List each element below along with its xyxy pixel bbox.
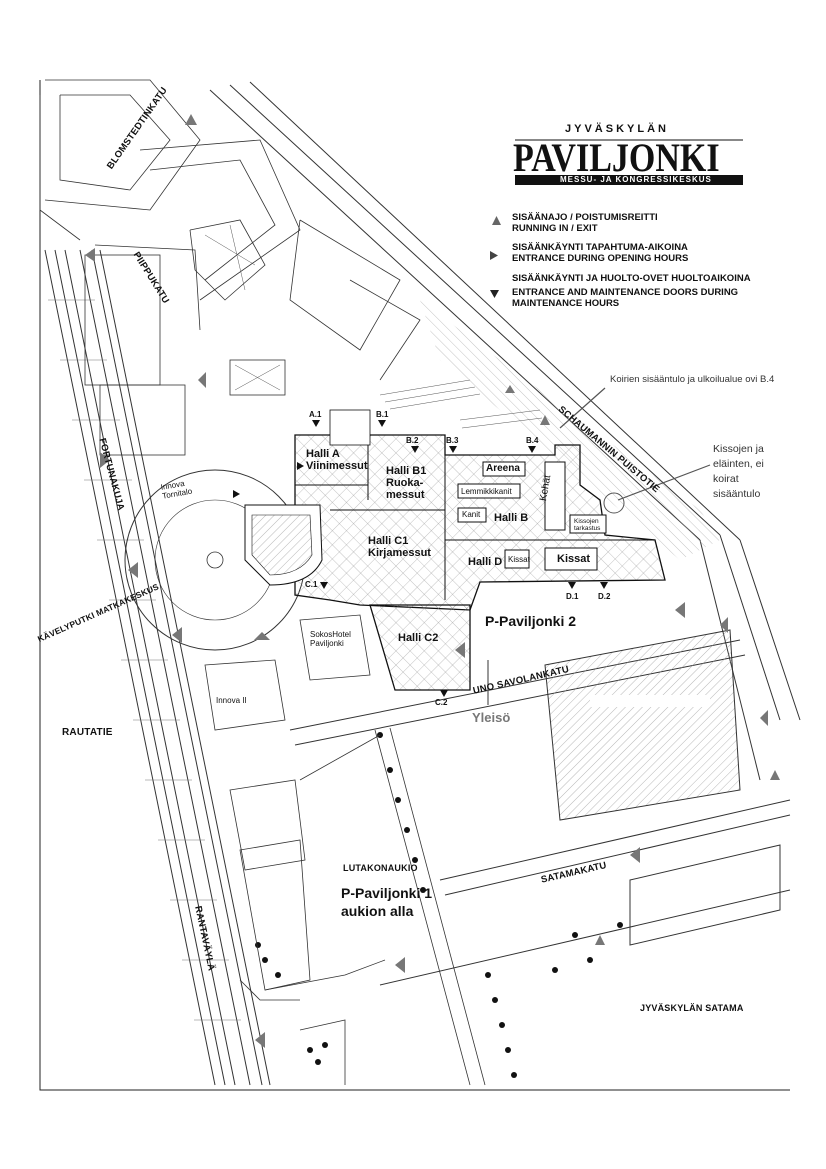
street-rautatie: RAUTATIE bbox=[62, 727, 113, 738]
legend-1: SISÄÄNAJO / POISTUMISREITTI RUNNING IN /… bbox=[512, 212, 658, 234]
legend-icons bbox=[490, 216, 501, 298]
city-blocks bbox=[39, 79, 421, 456]
logo-box bbox=[515, 122, 743, 185]
legend-2-fi: SISÄÄNKÄYNTI TAPAHTUMA-AIKOINA bbox=[512, 242, 688, 253]
door-c1: C.1 bbox=[305, 580, 318, 589]
door-d2: D.2 bbox=[598, 592, 611, 601]
kissat-entrance-circle bbox=[603, 492, 625, 514]
door-c2: C.2 bbox=[435, 698, 448, 707]
hall-boxes bbox=[457, 461, 607, 571]
area-kissat: Kissat bbox=[557, 553, 591, 565]
area-kanit: Kanit bbox=[462, 510, 481, 519]
legend-3-en-1: ENTRANCE AND MAINTENANCE DOORS DURING bbox=[512, 287, 739, 298]
door-b2: B.2 bbox=[406, 436, 419, 445]
logo-top: JYVÄSKYLÄN bbox=[565, 123, 669, 135]
door-d1: D.1 bbox=[566, 592, 579, 601]
note-yleiso: Yleisö bbox=[472, 710, 511, 725]
area-areena: Areena bbox=[486, 463, 520, 474]
exit-markers bbox=[85, 114, 780, 1048]
building-blocks-lower bbox=[204, 614, 371, 991]
area-kissat-small: Kissat bbox=[508, 555, 530, 564]
auditorium bbox=[244, 504, 323, 586]
triangle-up-icon bbox=[492, 216, 501, 225]
note-koirat: Koirien sisääntulo ja ulkoilualue ovi B.… bbox=[610, 374, 775, 385]
legend-3: SISÄÄNKÄYNTI JA HUOLTO-OVET HUOLTOAIKOIN… bbox=[512, 273, 751, 309]
door-b1: B.1 bbox=[376, 410, 389, 419]
map-frame bbox=[39, 80, 790, 1091]
door-a1: A.1 bbox=[309, 410, 322, 419]
annotation-arrows bbox=[487, 387, 711, 705]
legend-2-en: ENTRANCE DURING OPENING HOURS bbox=[512, 253, 689, 264]
legend-3-en-2: MAINTENANCE HOURS bbox=[512, 298, 620, 309]
logo-sub: MESSU- JA KONGRESSIKESKUS bbox=[560, 175, 712, 184]
building-innova2: Innova II bbox=[216, 696, 247, 705]
roof-lines bbox=[204, 224, 281, 391]
legend-3-fi: SISÄÄNKÄYNTI JA HUOLTO-OVET HUOLTOAIKOIN… bbox=[512, 273, 751, 284]
logo-main: PAVILJONKI bbox=[513, 135, 720, 180]
railway bbox=[44, 249, 271, 1086]
hall-d: Halli D bbox=[468, 556, 503, 568]
door-b3: B.3 bbox=[446, 436, 459, 445]
door-markers bbox=[233, 420, 608, 697]
hall-b: Halli B bbox=[494, 512, 529, 524]
park-strip bbox=[420, 300, 720, 560]
walkway-lines bbox=[239, 727, 486, 1086]
legend-2: SISÄÄNKÄYNTI TAPAHTUMA-AIKOINA ENTRANCE … bbox=[512, 242, 688, 264]
street-lutakonaukio: LUTAKONAUKIO bbox=[343, 863, 418, 873]
legend-1-fi: SISÄÄNAJO / POISTUMISREITTI bbox=[512, 212, 658, 223]
triangle-right-icon bbox=[490, 251, 498, 260]
parking-rows bbox=[379, 379, 543, 429]
triangle-down-icon bbox=[490, 290, 499, 298]
harbour-building bbox=[629, 844, 781, 946]
parking-p2: P-Paviljonki 2 bbox=[485, 613, 577, 629]
road-satamakatu bbox=[379, 799, 791, 986]
railway-sleepers bbox=[48, 299, 241, 1021]
parking-lot-right bbox=[544, 629, 741, 821]
road-schaumannin bbox=[209, 81, 801, 781]
hall-c2: Halli C2 bbox=[398, 632, 439, 644]
area-satama: JYVÄSKYLÄN SATAMA bbox=[640, 1003, 744, 1013]
legend-1-en: RUNNING IN / EXIT bbox=[512, 223, 598, 234]
area-lemmikkikanit: Lemmikkikanit bbox=[461, 487, 512, 496]
door-b4: B.4 bbox=[526, 436, 539, 445]
